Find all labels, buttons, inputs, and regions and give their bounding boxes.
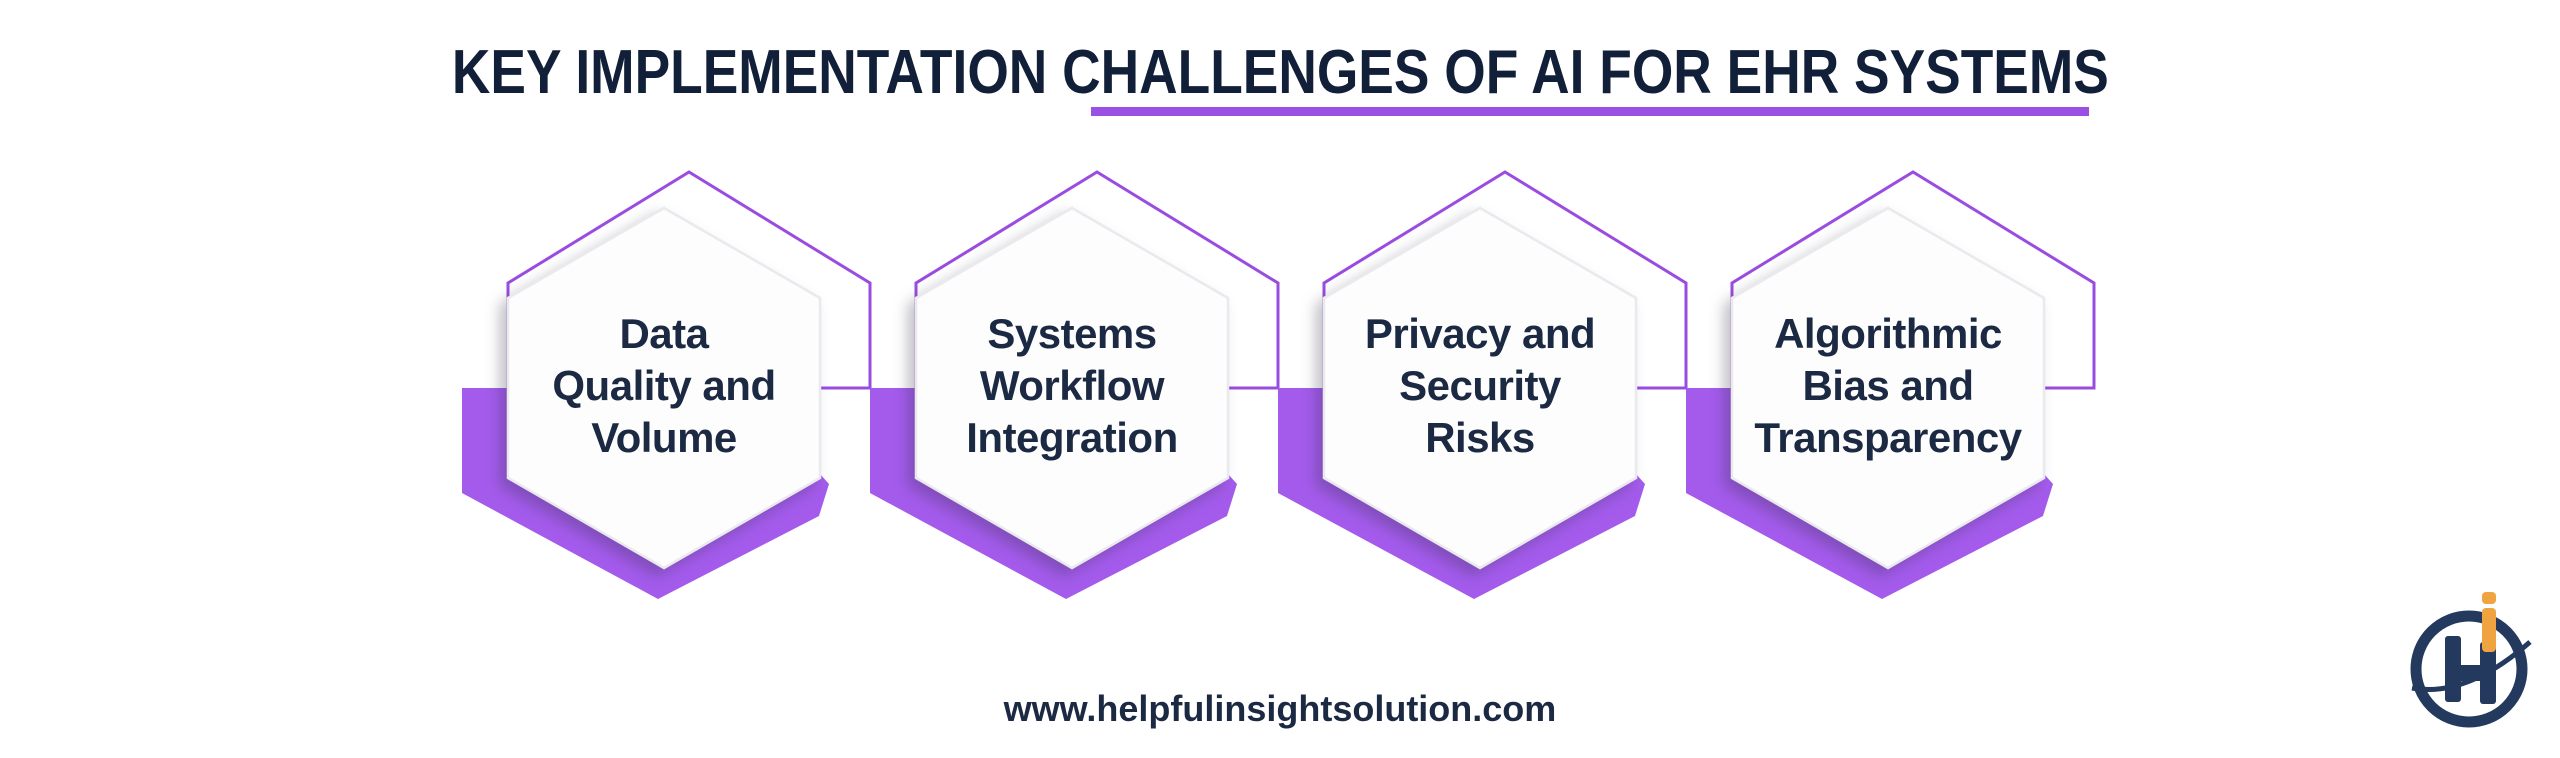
logo-ring [2410,610,2528,728]
hexagon-label-line: Bias and [1802,362,1973,409]
brand-logo-icon [2410,592,2532,728]
hexagon-card-privacy-security: Privacy and Security Risks [1278,150,1688,670]
hexagon-label-line: Security [1399,362,1562,409]
hexagon-label-line: Privacy and [1365,310,1595,357]
hexagon-label-line: Systems [987,310,1156,357]
hexagon-label-line: Algorithmic [1774,310,2002,357]
hexagon-card-systems-workflow: Systems Workflow Integration [870,150,1280,670]
hexagon-label-line: Transparency [1754,414,2022,461]
page-title: KEY IMPLEMENTATION CHALLENGES OF AI FOR … [0,40,2560,106]
hexagon-card-algorithmic-bias: Algorithmic Bias and Transparency [1686,150,2096,670]
logo-swoosh [2411,640,2532,692]
logo-i-dot [2482,592,2496,604]
hexagon-face [1322,206,1638,570]
hexagon-face [1730,206,2046,570]
page-title-text: KEY IMPLEMENTATION CHALLENGES OF AI FOR … [451,38,2109,107]
hexagon-label-line: Quality and [552,362,775,409]
title-underline-accent [1091,107,2089,116]
hexagon-label-line: Integration [966,414,1178,461]
hexagon-label-line: Data [619,310,709,357]
hexagon-face [506,206,822,570]
hexagon-label-line: Workflow [980,362,1165,409]
logo-i-stem [2482,608,2496,652]
footer-website-url: www.helpfulinsightsolution.com [1003,688,1557,729]
hexagon-face [914,206,1230,570]
hexagon-row: Data Quality and Volume Systems Workflow… [462,150,2096,670]
hexagon-label-line: Volume [591,414,737,461]
hexagon-label-line: Risks [1425,414,1535,461]
hexagon-card-data-quality: Data Quality and Volume [462,150,872,670]
